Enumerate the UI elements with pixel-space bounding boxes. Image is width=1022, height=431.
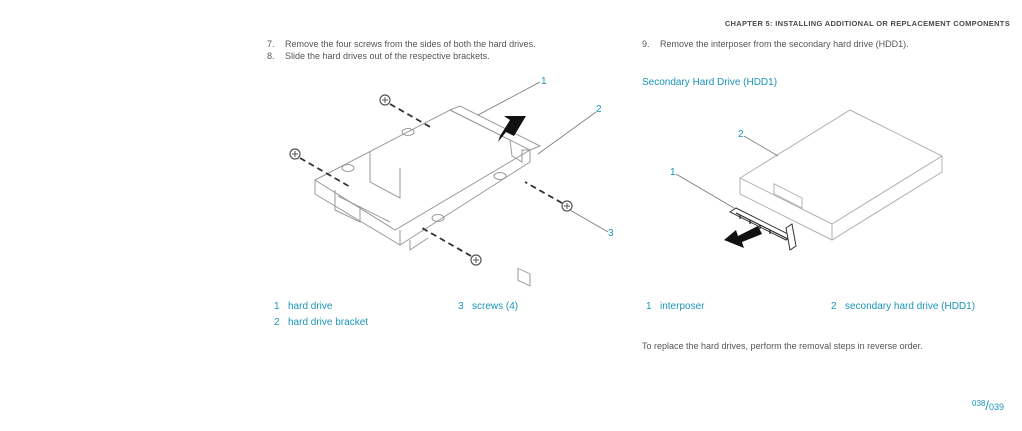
step-number: 7. xyxy=(267,39,275,49)
remove-direction-arrow xyxy=(724,226,762,248)
bracket-edge xyxy=(314,180,401,246)
step-text: Slide the hard drives out of the respect… xyxy=(285,51,490,61)
replace-note: To replace the hard drives, perform the … xyxy=(642,341,923,351)
callout-3: 3 xyxy=(608,228,614,239)
page-number: 038/039 xyxy=(972,398,1005,413)
slide-direction-arrow xyxy=(498,116,526,142)
step-8: 8. Slide the hard drives out of the respe… xyxy=(267,51,490,61)
caption-text: hard drive xyxy=(288,301,333,312)
screw-icon xyxy=(470,254,482,266)
screw-icon xyxy=(289,148,301,160)
caption-screws: 3 screws (4) xyxy=(458,301,518,312)
screw-icon xyxy=(561,200,573,212)
caption-text: hard drive bracket xyxy=(288,317,369,328)
step-text: Remove the interposer from the secondary… xyxy=(660,39,909,49)
interposer xyxy=(729,207,797,251)
chapter-header: CHAPTER 5: INSTALLING ADDITIONAL OR REPL… xyxy=(724,19,1010,28)
caption-hard-drive: 1 hard drive xyxy=(274,301,332,312)
callout-1-right: 1 xyxy=(670,167,676,178)
step-number: 8. xyxy=(267,51,275,61)
bracket-outline xyxy=(313,109,532,231)
caption-text: secondary hard drive (HDD1) xyxy=(845,301,976,312)
callout-2: 2 xyxy=(596,104,602,115)
callout-1: 1 xyxy=(541,76,547,87)
caption-number: 2 xyxy=(274,317,280,328)
step-number: 9. xyxy=(642,39,650,49)
caption-number: 1 xyxy=(646,301,652,312)
caption-text: interposer xyxy=(660,301,705,312)
current-page: 038 xyxy=(972,399,986,408)
step-text: Remove the four screws from the sides of… xyxy=(285,39,536,49)
hard-drive-bracket-illustration xyxy=(289,81,609,287)
caption-number: 2 xyxy=(831,301,837,312)
bracket-rail xyxy=(449,105,542,151)
caption-text: screws (4) xyxy=(472,301,519,312)
callout-2-right: 2 xyxy=(738,129,744,140)
secondary-hard-drive-illustration xyxy=(675,109,944,251)
step-9: 9. Remove the interposer from the seconda… xyxy=(642,39,909,49)
section-title: Secondary Hard Drive (HDD1) xyxy=(642,77,778,88)
caption-number: 1 xyxy=(274,301,280,312)
drive-top xyxy=(738,109,944,225)
caption-number: 3 xyxy=(458,301,464,312)
caption-secondary-hard-drive: 2 secondary hard drive (HDD1) xyxy=(831,301,975,312)
total-pages: 039 xyxy=(988,402,1005,412)
caption-hard-drive-bracket: 2 hard drive bracket xyxy=(274,317,368,328)
step-7: 7. Remove the four screws from the sides … xyxy=(267,39,536,49)
screw-icon xyxy=(379,94,391,106)
caption-interposer: 1 interposer xyxy=(646,301,704,312)
